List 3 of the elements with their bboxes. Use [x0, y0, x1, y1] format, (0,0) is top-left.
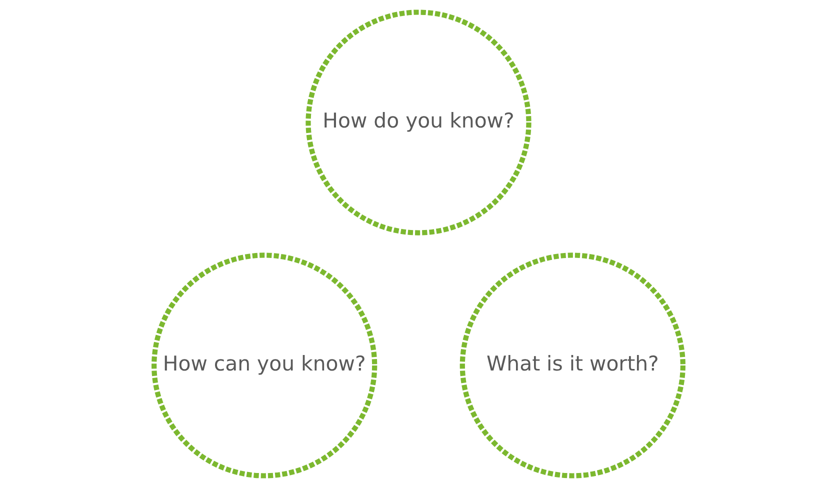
node-circle: How do you know?: [306, 10, 532, 236]
node-circle: How can you know?: [152, 252, 378, 478]
node-circle: What is it worth?: [460, 252, 686, 478]
